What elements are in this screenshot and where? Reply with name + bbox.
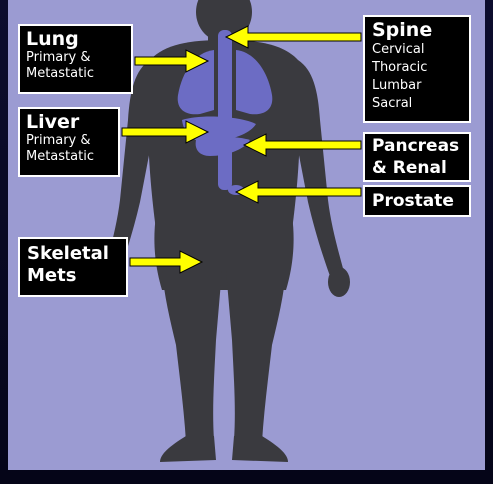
- pancreas: [195, 137, 250, 156]
- arrows: [121, 25, 362, 274]
- left-foot: [160, 436, 216, 462]
- arrow-spine: [224, 25, 362, 49]
- label-spine-lumbar: Lumbar: [372, 78, 422, 93]
- label-spine-sacral: Sacral: [372, 96, 413, 111]
- left-lung: [177, 50, 214, 115]
- left-arm: [104, 60, 150, 276]
- label-spine: Spine Cervical Thoracic Lumbar Sacral: [363, 15, 471, 123]
- label-pancreas-title-line-2: & Renal: [372, 158, 447, 178]
- label-liver-title: Liver: [26, 111, 80, 133]
- arrow-lung: [134, 49, 210, 73]
- right-lung: [236, 50, 273, 115]
- right-arm: [298, 60, 344, 276]
- right-foot: [232, 436, 288, 462]
- label-pancreas-title-line-1: Pancreas: [372, 136, 460, 156]
- arrow-liver: [121, 120, 210, 144]
- label-lung-title: Lung: [26, 28, 79, 50]
- left-leg: [162, 270, 222, 442]
- right-leg: [226, 270, 286, 442]
- right-hand: [328, 267, 350, 297]
- label-spine-thoracic: Thoracic: [372, 60, 428, 75]
- label-prostate-title: Prostate: [372, 191, 454, 211]
- label-skeletal-title-line-1: Skeletal: [27, 243, 109, 264]
- label-spine-cervical: Cervical: [372, 42, 425, 57]
- label-spine-title: Spine: [372, 19, 433, 41]
- label-liver-line-2: Metastatic: [26, 149, 94, 164]
- label-lung-line-2: Metastatic: [26, 66, 94, 81]
- arrow-pancreas: [242, 133, 362, 157]
- label-pancreas-renal: Pancreas & Renal: [363, 132, 471, 182]
- label-skeletal-title-line-2: Mets: [27, 265, 77, 286]
- label-skeletal-mets: Skeletal Mets: [18, 237, 128, 297]
- label-prostate: Prostate: [363, 185, 471, 217]
- label-lung: Lung Primary & Metastatic: [18, 24, 133, 94]
- spine: [218, 30, 232, 190]
- arrow-skeletal: [129, 250, 204, 274]
- label-lung-line-1: Primary &: [26, 50, 91, 65]
- arrow-prostate: [234, 180, 362, 204]
- label-liver-line-1: Primary &: [26, 133, 91, 148]
- label-liver: Liver Primary & Metastatic: [18, 107, 120, 177]
